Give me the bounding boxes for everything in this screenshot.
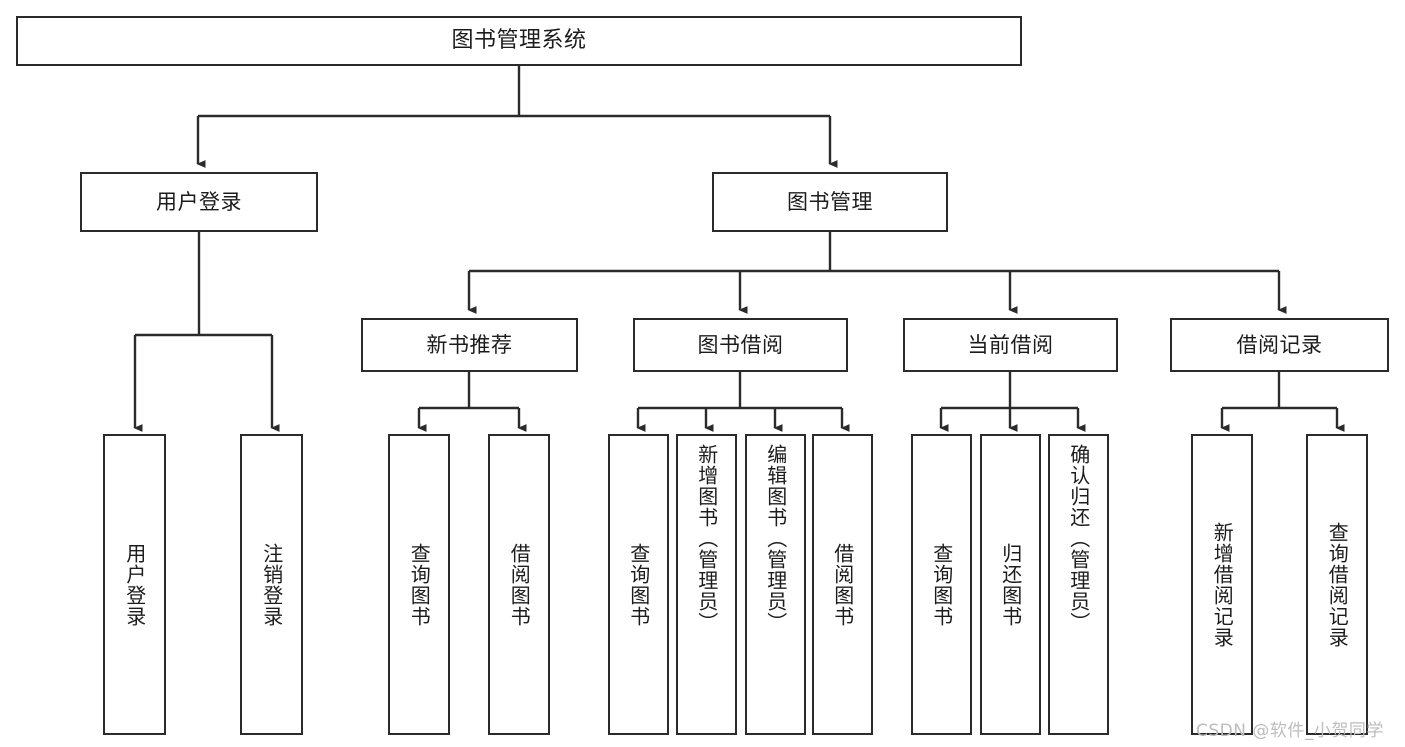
node-leaf-add-book-label: 新增图书（管理员） (694, 444, 719, 633)
node-book-borrow-label: 图书借阅 (697, 332, 784, 357)
node-leaf-query-book-1[interactable]: 查询图书 (388, 434, 450, 735)
node-leaf-add-book[interactable]: 新增图书（管理员） (676, 434, 737, 735)
node-leaf-user-login[interactable]: 用户登录 (103, 434, 166, 735)
node-current-borrow[interactable]: 当前借阅 (903, 318, 1118, 372)
node-borrow-record[interactable]: 借阅记录 (1170, 318, 1389, 372)
node-leaf-borrow-book-2[interactable]: 借阅图书 (812, 434, 873, 735)
node-leaf-confirm-return-label: 确认归还（管理员） (1066, 444, 1091, 633)
node-root-system-label: 图书管理系统 (451, 28, 587, 54)
node-leaf-query-record-label: 查询借阅记录 (1325, 521, 1350, 648)
node-leaf-query-book-2[interactable]: 查询图书 (608, 434, 669, 735)
node-leaf-query-book-1-label: 查询图书 (407, 542, 432, 627)
node-leaf-logout-login[interactable]: 注销登录 (240, 434, 303, 735)
node-user-login-label: 用户登录 (156, 189, 242, 214)
node-leaf-query-book-2-label: 查询图书 (626, 542, 651, 627)
node-leaf-add-record[interactable]: 新增借阅记录 (1191, 434, 1253, 735)
node-borrow-record-label: 借阅记录 (1236, 332, 1323, 357)
node-leaf-query-record[interactable]: 查询借阅记录 (1306, 434, 1368, 735)
node-leaf-edit-book[interactable]: 编辑图书（管理员） (745, 434, 806, 735)
node-book-manage[interactable]: 图书管理 (712, 172, 948, 232)
node-new-book-recommend[interactable]: 新书推荐 (361, 318, 578, 372)
node-leaf-logout-login-label: 注销登录 (259, 542, 284, 627)
node-leaf-borrow-book-1[interactable]: 借阅图书 (488, 434, 550, 735)
node-leaf-borrow-book-1-label: 借阅图书 (507, 542, 532, 627)
node-leaf-return-book-label: 归还图书 (998, 542, 1023, 627)
node-leaf-query-book-3-label: 查询图书 (929, 542, 954, 627)
node-new-book-recommend-label: 新书推荐 (426, 332, 513, 357)
node-leaf-add-record-label: 新增借阅记录 (1210, 521, 1235, 648)
node-leaf-borrow-book-2-label: 借阅图书 (830, 542, 855, 627)
node-book-manage-label: 图书管理 (787, 189, 873, 214)
node-leaf-confirm-return[interactable]: 确认归还（管理员） (1048, 434, 1109, 735)
node-leaf-query-book-3[interactable]: 查询图书 (911, 434, 972, 735)
node-current-borrow-label: 当前借阅 (967, 332, 1054, 357)
node-root-system[interactable]: 图书管理系统 (16, 16, 1022, 66)
node-book-borrow[interactable]: 图书借阅 (633, 318, 848, 372)
node-user-login[interactable]: 用户登录 (80, 172, 318, 232)
node-leaf-return-book[interactable]: 归还图书 (980, 434, 1041, 735)
node-leaf-user-login-label: 用户登录 (122, 542, 147, 627)
node-leaf-edit-book-label: 编辑图书（管理员） (763, 444, 788, 633)
